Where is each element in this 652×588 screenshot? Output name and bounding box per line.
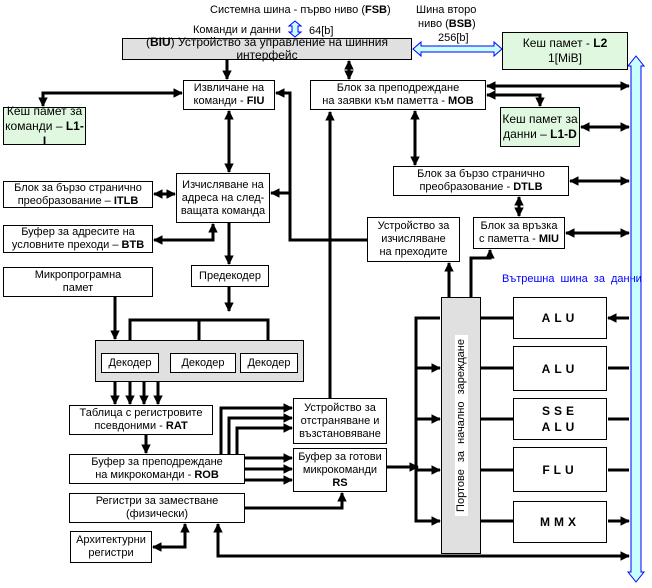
microprogram-memory[interactable]: Микропрограмна памет (3, 267, 153, 297)
dtlb-block[interactable]: Блок за бързо странично преобразование -… (393, 166, 569, 196)
mob-block[interactable]: Блок за преподреждане на заявки към паме… (310, 80, 486, 110)
exec-unit-alu-1[interactable]: ALU (513, 297, 607, 339)
l1i-cache[interactable]: Кеш памет за команди – L1-I (3, 104, 86, 148)
physical-registers[interactable]: Регистри за заместване (физически) (69, 493, 245, 523)
bsb-label-1: Шина второ (416, 4, 477, 16)
architectural-registers[interactable]: Архитектурни регистри (70, 531, 152, 563)
dispatch-ports[interactable]: Портове за начално зареждане (441, 297, 481, 554)
exec-unit-alu-2[interactable]: ALU (513, 346, 607, 391)
next-address-block[interactable]: Изчисляване на адреса на след- ващата ко… (176, 173, 270, 223)
itlb-block[interactable]: Блок за бързо странично преобразование –… (3, 181, 153, 208)
exec-unit-mmx[interactable]: MMX (513, 501, 607, 543)
fsb-width-label: 64[b] (309, 25, 334, 37)
arrows (38, 60, 629, 561)
l1d-cache[interactable]: Кеш памет за данни – L1-D (500, 107, 580, 147)
miu-block[interactable]: Блок за връзка с паметта - MIU (473, 217, 565, 249)
ports-label: Портове за начално зареждане (454, 335, 468, 516)
bsb-bus-arrow (412, 40, 503, 58)
biu-block[interactable]: (BIU) Устройство за управление на шинния… (122, 36, 412, 62)
bsb-label-2: ниво (BSB) (418, 18, 476, 30)
internal-data-bus[interactable] (626, 55, 646, 583)
decoder-2[interactable]: Декодер (170, 353, 236, 373)
bsb-width-label: 256[b] (438, 32, 469, 44)
fsb-bus-arrow (287, 20, 303, 38)
fiu-block[interactable]: Извличане на команди - FIU (183, 80, 275, 110)
retire-block[interactable]: Устройство за отстраняване и възстановяв… (293, 398, 387, 444)
decoder-1[interactable]: Декодер (101, 353, 159, 373)
exec-unit-flu[interactable]: FLU (513, 447, 607, 492)
rob-block[interactable]: Буфер за преподреждане на микрокоманди -… (69, 454, 245, 484)
fsb-label: Системна шина - първо ниво (FSB) (210, 4, 391, 16)
commands-data-label: Команди и данни (193, 24, 281, 36)
branch-calc-block[interactable]: Устройство за изчисляване на преходите (367, 217, 460, 262)
btb-block[interactable]: Буфер за адресите на условните преходи –… (3, 225, 153, 253)
decoder-3[interactable]: Декодер (240, 353, 298, 373)
internal-bus-label: Вътрешна шина за данни (502, 273, 642, 285)
exec-unit-sse-alu[interactable]: SSE ALU (513, 398, 607, 440)
predecoder-block[interactable]: Предекодер (191, 265, 269, 287)
rat-block[interactable]: Таблица с регистровите псевдоними - RAT (69, 405, 213, 435)
